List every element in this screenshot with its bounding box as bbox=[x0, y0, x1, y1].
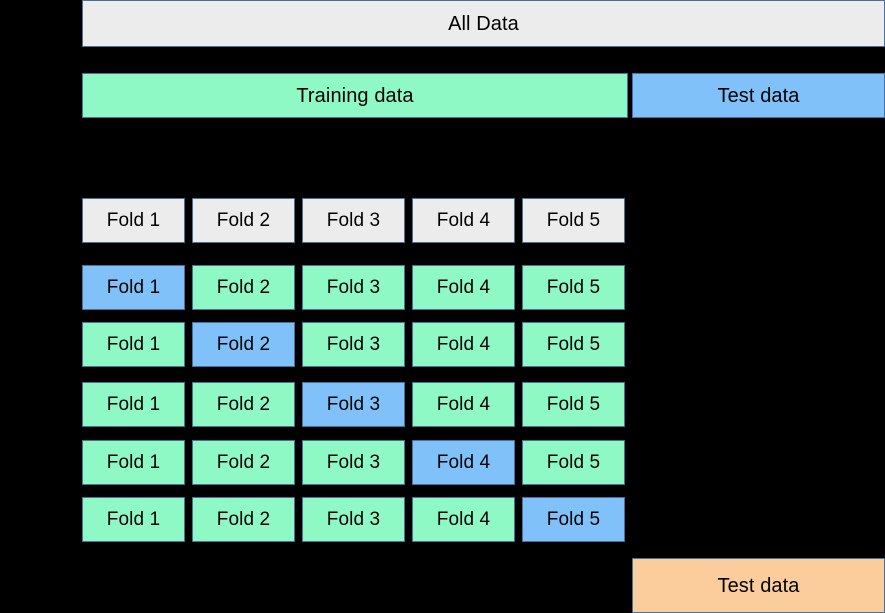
split-5-fold-3: Fold 3 bbox=[302, 497, 405, 542]
test-data-band: Test data bbox=[632, 73, 885, 118]
split-4-fold-3: Fold 3 bbox=[302, 440, 405, 485]
split-1-fold-4: Fold 4 bbox=[412, 265, 515, 310]
split-2-fold-3: Fold 3 bbox=[302, 322, 405, 367]
fold-header-cell-2: Fold 2 bbox=[192, 198, 295, 243]
training-data-band: Training data bbox=[82, 73, 628, 118]
split-5-fold-2: Fold 2 bbox=[192, 497, 295, 542]
split-4-fold-4: Fold 4 bbox=[412, 440, 515, 485]
split-2-fold-4: Fold 4 bbox=[412, 322, 515, 367]
fold-header-row: Fold 1 Fold 2 Fold 3 Fold 4 Fold 5 bbox=[82, 198, 626, 243]
split-2-fold-1: Fold 1 bbox=[82, 322, 185, 367]
split-row-4: Fold 1 Fold 2 Fold 3 Fold 4 Fold 5 bbox=[82, 440, 626, 485]
split-4-fold-1: Fold 1 bbox=[82, 440, 185, 485]
split-row-3: Fold 1 Fold 2 Fold 3 Fold 4 Fold 5 bbox=[82, 382, 626, 427]
split-4-fold-5: Fold 5 bbox=[522, 440, 625, 485]
fold-header-cell-5: Fold 5 bbox=[522, 198, 625, 243]
split-5-fold-1: Fold 1 bbox=[82, 497, 185, 542]
fold-header-cell-4: Fold 4 bbox=[412, 198, 515, 243]
split-row-1: Fold 1 Fold 2 Fold 3 Fold 4 Fold 5 bbox=[82, 265, 626, 310]
split-row-2: Fold 1 Fold 2 Fold 3 Fold 4 Fold 5 bbox=[82, 322, 626, 367]
split-3-fold-4: Fold 4 bbox=[412, 382, 515, 427]
split-1-fold-3: Fold 3 bbox=[302, 265, 405, 310]
split-3-fold-3: Fold 3 bbox=[302, 382, 405, 427]
fold-header-cell-1: Fold 1 bbox=[82, 198, 185, 243]
split-3-fold-5: Fold 5 bbox=[522, 382, 625, 427]
fold-header-cell-3: Fold 3 bbox=[302, 198, 405, 243]
split-5-fold-5: Fold 5 bbox=[522, 497, 625, 542]
split-row-5: Fold 1 Fold 2 Fold 3 Fold 4 Fold 5 bbox=[82, 497, 626, 542]
split-2-fold-5: Fold 5 bbox=[522, 322, 625, 367]
split-1-fold-5: Fold 5 bbox=[522, 265, 625, 310]
split-1-fold-2: Fold 2 bbox=[192, 265, 295, 310]
split-3-fold-1: Fold 1 bbox=[82, 382, 185, 427]
split-4-fold-2: Fold 2 bbox=[192, 440, 295, 485]
split-2-fold-2: Fold 2 bbox=[192, 322, 295, 367]
final-holdout-test-data: Test data bbox=[632, 558, 885, 613]
split-1-fold-1: Fold 1 bbox=[82, 265, 185, 310]
split-5-fold-4: Fold 4 bbox=[412, 497, 515, 542]
split-3-fold-2: Fold 2 bbox=[192, 382, 295, 427]
all-data-band: All Data bbox=[82, 0, 885, 47]
